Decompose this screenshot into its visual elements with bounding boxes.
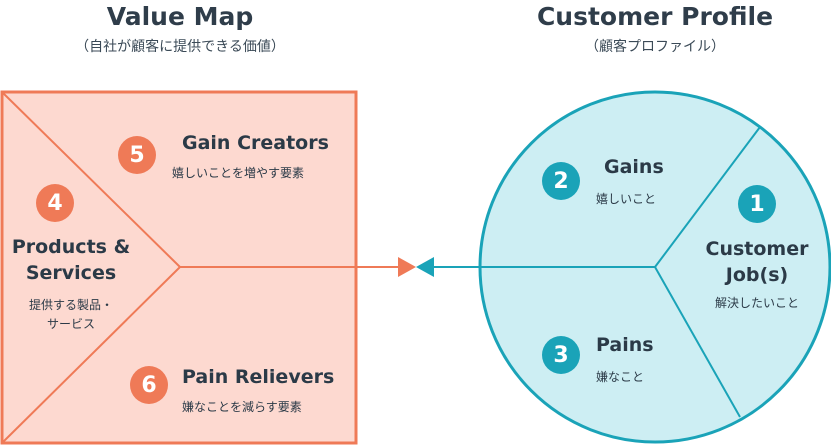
customer-divider-bottom: [654, 266, 741, 418]
customer-arrow-head: [416, 257, 434, 277]
gains-desc: 嬉しいこと: [596, 192, 657, 206]
value-map-subtitle: （自社が顧客に提供できる価値）: [75, 39, 285, 55]
gains-badge: 2: [542, 162, 580, 200]
products-services-desc-line1: 提供する製品・: [28, 298, 113, 312]
products-services-title-line1: Products &: [11, 236, 131, 258]
value-map-arrow-head: [398, 257, 416, 277]
products-services-desc-line2: サービス: [46, 317, 95, 331]
customer-jobs-desc: 解決したいこと: [714, 296, 799, 310]
customer-jobs-title: Customer Job(s): [692, 236, 822, 288]
pain-relievers-desc: 嫌なことを減らす要素: [182, 400, 302, 414]
customer-divider-top: [654, 126, 761, 268]
customer-profile-subtitle: （顧客プロファイル）: [585, 39, 725, 55]
gain-creators-desc: 嬉しいことを増やす要素: [172, 166, 305, 180]
value-map-title: Value Map: [106, 2, 254, 31]
pain-relievers-badge: 6: [130, 366, 168, 404]
gain-creators-badge: 5: [118, 136, 156, 174]
customer-jobs-title-line1: Customer: [705, 238, 809, 260]
pain-relievers-title: Pain Relievers: [182, 366, 335, 388]
customer-jobs-badge: 1: [738, 185, 776, 223]
products-services-badge: 4: [36, 184, 74, 222]
pains-title: Pains: [596, 334, 654, 356]
customer-jobs-title-line2: Job(s): [725, 264, 789, 286]
products-services-title-line2: Services: [25, 262, 117, 284]
pains-desc: 嫌なこと: [596, 370, 645, 384]
value-map-divider-top: [1, 91, 181, 268]
gains-title: Gains: [604, 156, 664, 178]
products-services-desc: 提供する製品・ サービス: [6, 296, 136, 334]
gain-creators-title: Gain Creators: [182, 132, 329, 154]
customer-profile-title: Customer Profile: [536, 2, 774, 31]
pains-badge: 3: [542, 336, 580, 374]
products-services-title: Products & Services: [6, 234, 136, 286]
value-map-divider-bottom: [1, 266, 181, 444]
